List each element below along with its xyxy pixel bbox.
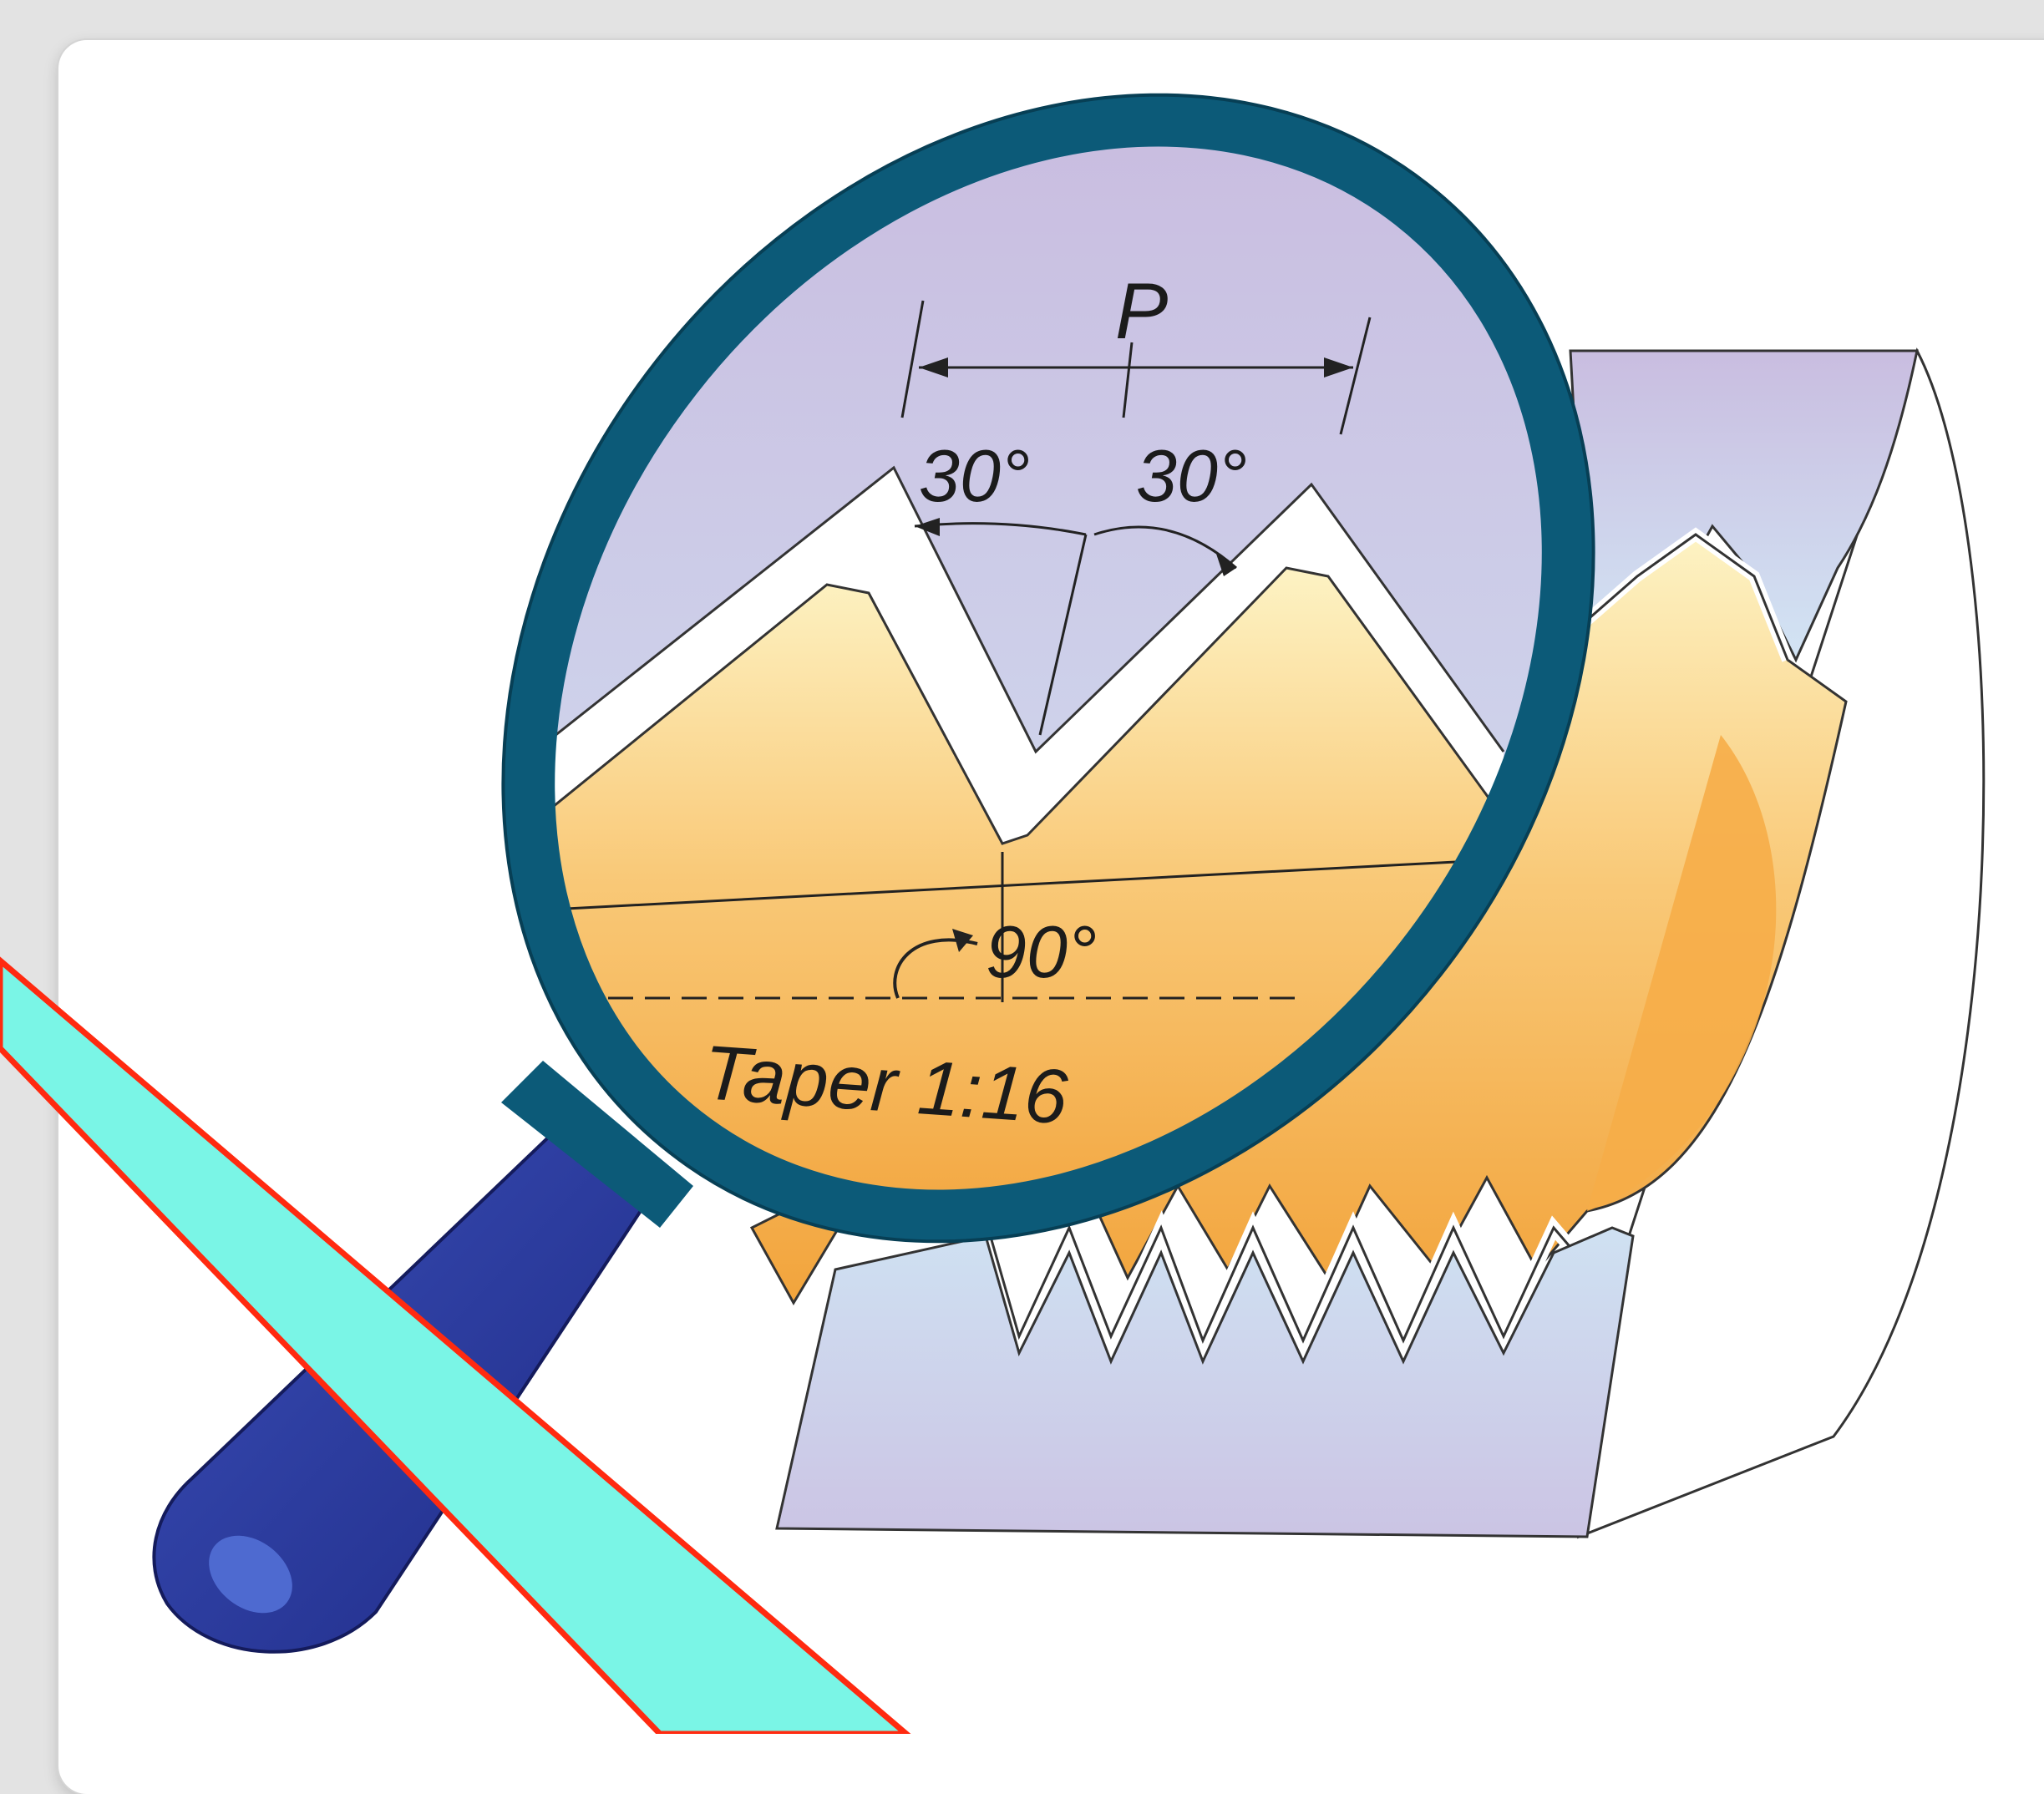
lower-coupling <box>775 1226 1635 1538</box>
flank-angle-right-label: 30° <box>1136 434 1247 517</box>
axis-angle-label: 90° <box>986 910 1097 993</box>
thread-diagram: P 30° 30° 90° Taper 1:16 <box>0 93 1986 1734</box>
flank-angle-left-label: 30° <box>919 434 1030 517</box>
magnifier-lens-ring <box>503 94 1594 1242</box>
pipe-body <box>749 347 1986 1539</box>
orange-thread-body <box>749 533 1848 1305</box>
pointer-stripe <box>0 956 911 1734</box>
pitch-label: P <box>1115 267 1168 356</box>
